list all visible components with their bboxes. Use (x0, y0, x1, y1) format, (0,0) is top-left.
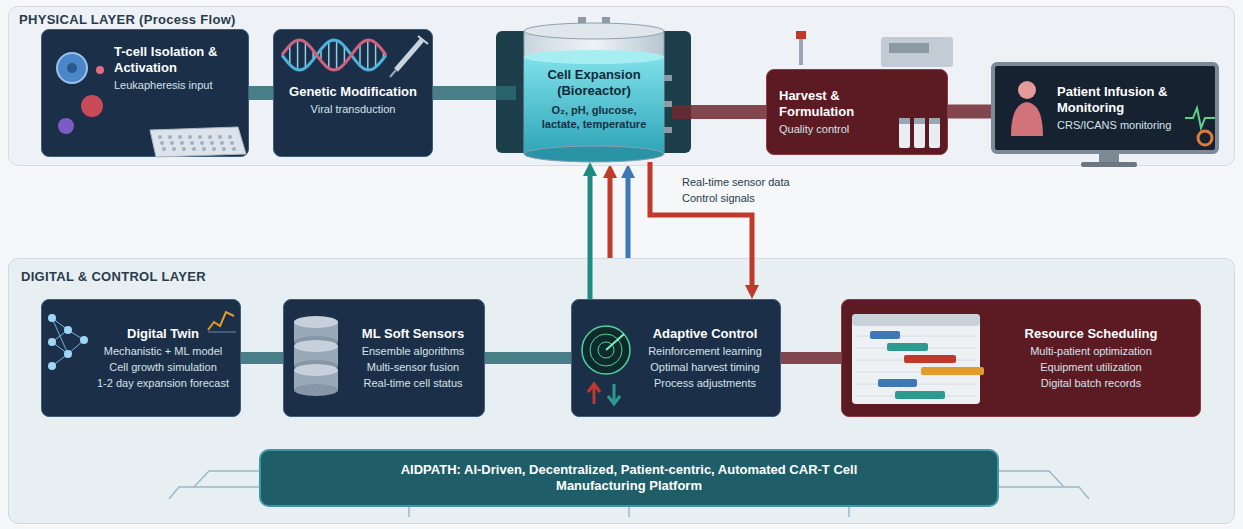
box-detail: Multi-sensor fusion (350, 360, 476, 374)
radar-icon (572, 300, 780, 416)
box-title: T-cell Isolation & Activation (114, 44, 240, 76)
monitor-screen: Patient Infusion & MonitoringCRS/ICANS m… (991, 62, 1219, 154)
layer-heading: DIGITAL & CONTROL LAYER (21, 269, 1222, 284)
box-detail: 1-2 day expansion forecast (94, 376, 232, 390)
bioreactor: Cell Expansion (Bioreactor) O₂, pH, gluco… (516, 17, 672, 162)
signal-arrow (588, 176, 593, 299)
box-title: Harvest & Formulation (779, 88, 885, 120)
box-detail: Ensemble algorithms (350, 344, 476, 358)
module-box: Adaptive ControlReinforcement learningOp… (571, 299, 781, 417)
module-box: Resource SchedulingMulti-patient optimiz… (841, 299, 1201, 417)
process-box: Harvest & FormulationQuality control (766, 69, 948, 155)
box-title: ML Soft Sensors (350, 326, 476, 342)
edge-label: Real-time sensor data (680, 176, 792, 189)
box-title: Cell Expansion (Bioreactor) (532, 67, 656, 99)
box-title: AIDPATH: AI-Driven, Decentralized, Patie… (394, 462, 864, 494)
box-detail: CRS/ICANS monitoring (1057, 118, 1207, 132)
box-detail: Digital batch records (992, 376, 1190, 390)
flow-connector (781, 352, 841, 364)
box-detail: Leukapheresis input (114, 78, 240, 92)
box-title: Patient Infusion & Monitoring (1057, 84, 1207, 116)
box-detail: Multi-patient optimization (992, 344, 1190, 358)
layer-band: Digital TwinMechanistic + ML modelCell g… (8, 258, 1235, 524)
box-title: Adaptive Control (638, 326, 772, 342)
layer-heading: PHYSICAL LAYER (Process Flow) (19, 12, 1224, 27)
box-detail: Viral transduction (280, 102, 426, 116)
flow-connector (433, 86, 516, 100)
box-detail: Process adjustments (638, 376, 772, 390)
box-detail: Optimal harvest timing (638, 360, 772, 374)
box-detail: Reinforcement learning (638, 344, 772, 358)
gantt-chart-icon (842, 300, 1200, 416)
box-detail: Cell growth simulation (94, 360, 232, 374)
box-title: Resource Scheduling (992, 326, 1190, 342)
box-detail: Equipment utilization (992, 360, 1190, 374)
box-detail: Mechanistic + ML model (94, 344, 232, 358)
box-detail: Real-time cell status (350, 376, 476, 390)
process-box: T-cell Isolation & ActivationLeukapheres… (41, 29, 249, 157)
box-detail: O₂, pH, glucose, lactate, temperature (532, 103, 656, 131)
flow-connector (948, 105, 991, 119)
module-box: Digital TwinMechanistic + ML modelCell g… (41, 299, 241, 417)
flow-connector (672, 105, 766, 119)
edge-label: Control signals (680, 192, 757, 205)
box-title: Digital Twin (94, 326, 232, 342)
neural-network-icon (42, 300, 240, 416)
box-detail: Quality control (779, 122, 885, 136)
process-box: Genetic ModificationViral transduction (273, 29, 433, 157)
database-icon (284, 300, 484, 416)
box-title: Genetic Modification (280, 84, 426, 100)
flow-connector (249, 86, 273, 100)
layer-band: T-cell Isolation & ActivationLeukapheres… (8, 6, 1235, 166)
flow-connector (241, 352, 283, 364)
module-box: ML Soft SensorsEnsemble algorithmsMulti-… (283, 299, 485, 417)
flow-connector (485, 352, 571, 364)
platform-banner: AIDPATH: AI-Driven, Decentralized, Patie… (259, 449, 999, 507)
